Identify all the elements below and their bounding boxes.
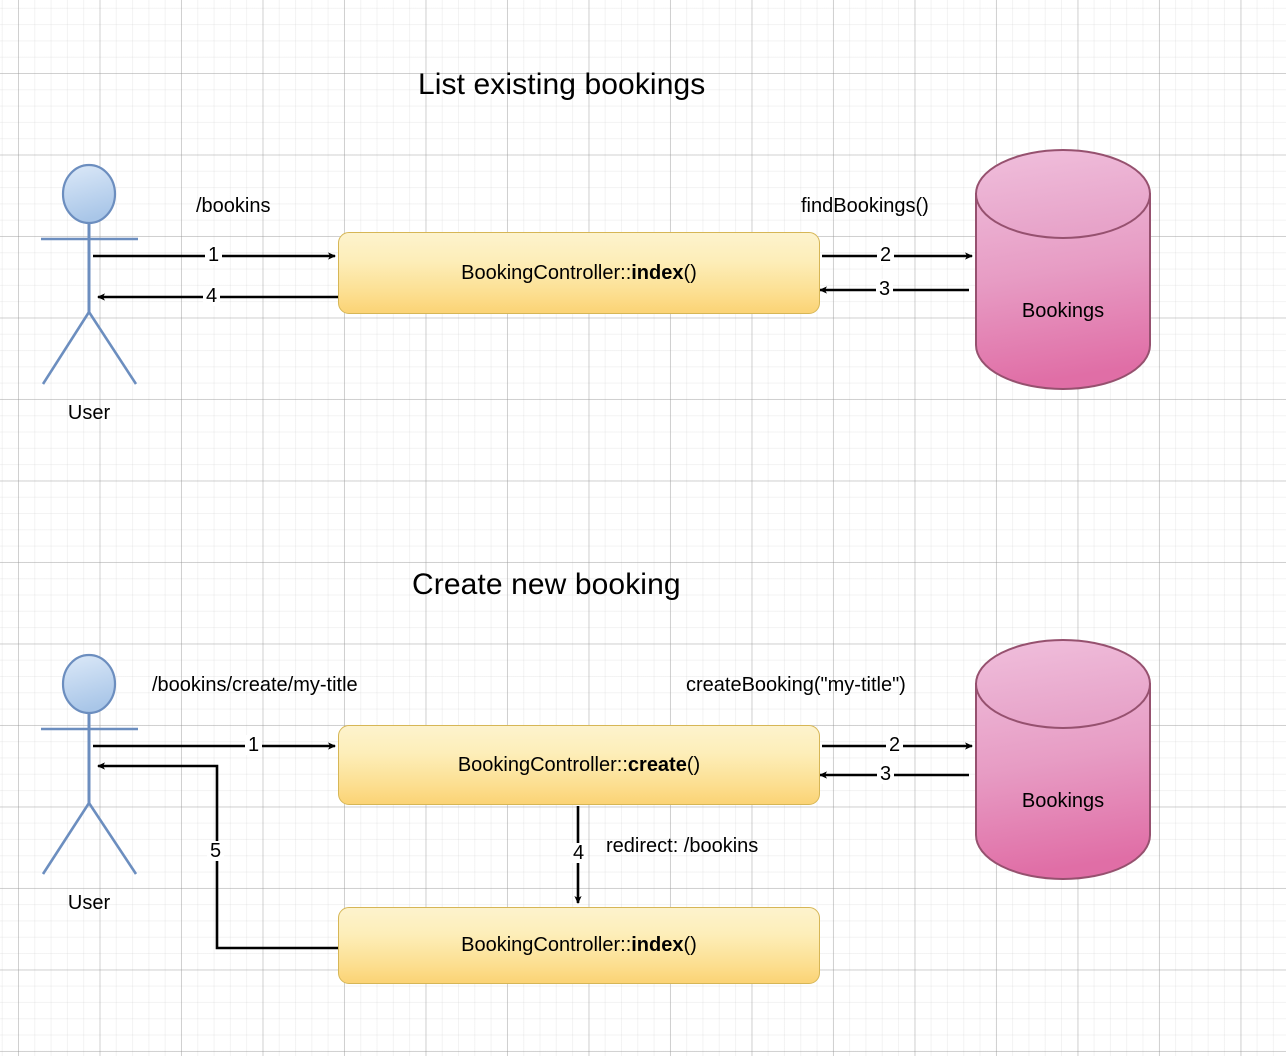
node-booking-controller-index-redirected[interactable]: BookingController::index() xyxy=(338,907,820,984)
edge-number-1: 1 xyxy=(205,245,223,265)
actor-stick-figure-icon xyxy=(41,163,138,385)
edge-number-2: 2 xyxy=(886,735,904,755)
edge-label-create-path: /bookins/create/my-title xyxy=(152,674,358,696)
node-label-method: index xyxy=(631,934,684,956)
edge-label-create-booking-call: createBooking("my-title") xyxy=(686,674,906,696)
database-cylinder-icon xyxy=(975,639,1151,880)
node-label-suffix: () xyxy=(686,753,701,776)
actor-label-user: User xyxy=(67,402,111,424)
edge-label-find-bookings: findBookings() xyxy=(801,195,929,217)
edge-number-5: 5 xyxy=(207,841,225,861)
node-label-suffix: () xyxy=(683,934,697,956)
actor-label-user: User xyxy=(67,892,111,914)
node-booking-controller-create[interactable]: BookingController::create() xyxy=(338,725,820,805)
edge-number-4: 4 xyxy=(570,843,588,863)
edge-number-4: 4 xyxy=(203,286,221,306)
node-booking-controller-index[interactable]: BookingController::index() xyxy=(338,232,820,314)
edge-number-1: 1 xyxy=(245,735,263,755)
database-label-bookings: Bookings xyxy=(1021,790,1105,812)
node-label-prefix: BookingController:: xyxy=(461,934,632,956)
node-label-suffix: () xyxy=(683,261,697,284)
edge-label-redirect-bookins: redirect: /bookins xyxy=(606,835,759,857)
actor-stick-figure-icon xyxy=(41,653,138,875)
section-title-list-existing-bookings: List existing bookings xyxy=(418,68,706,101)
edge-label-bookins-path: /bookins xyxy=(196,195,271,217)
node-label-method: create xyxy=(627,753,687,776)
section-title-create-new-booking: Create new booking xyxy=(412,568,681,601)
node-label-prefix: BookingController:: xyxy=(457,753,628,776)
node-label-prefix: BookingController:: xyxy=(461,261,632,284)
edge-number-3: 3 xyxy=(876,279,894,299)
node-label-method: index xyxy=(631,261,684,284)
edge-number-3: 3 xyxy=(877,764,895,784)
database-label-bookings: Bookings xyxy=(1021,300,1105,322)
edge-number-2: 2 xyxy=(877,245,895,265)
database-cylinder-icon xyxy=(975,149,1151,390)
